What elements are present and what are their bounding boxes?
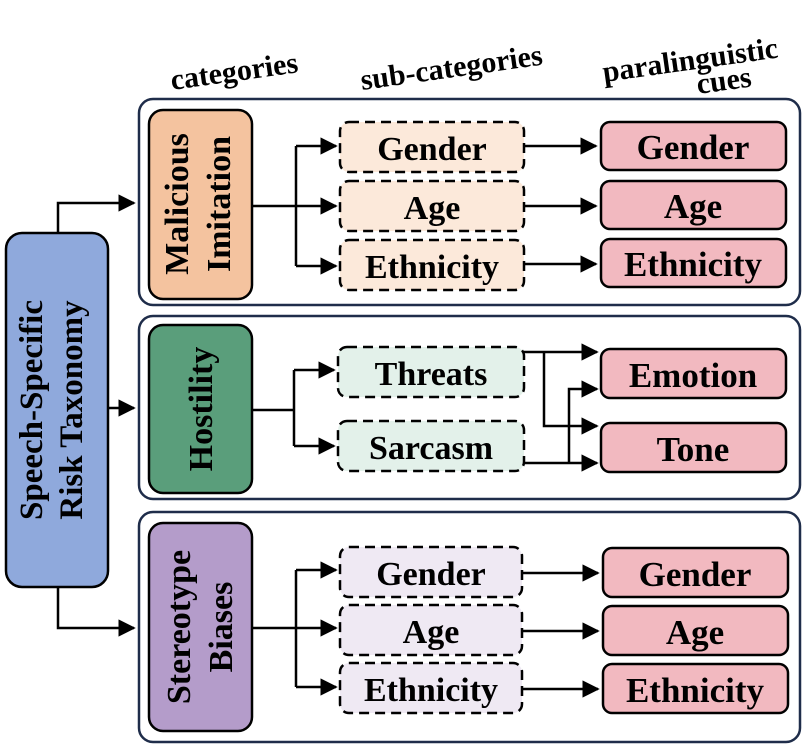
stereotype-sub-gender-box <box>338 545 524 599</box>
malicious-connectors <box>252 137 598 275</box>
malicious-cue-ethnicity-box <box>599 237 788 289</box>
header-categories: categories <box>168 46 300 97</box>
malicious-cue-ethnicity: Ethnicity <box>624 245 763 284</box>
stereotype-cues: Gender Age Ethnicity <box>601 546 790 715</box>
header-cues-line1: paralinguistic <box>600 32 780 89</box>
malicious-cue-gender-box <box>599 120 788 172</box>
category-stereotype-biases: Stereotype Biases <box>147 521 254 733</box>
malicious-sub-age: Age <box>404 190 461 227</box>
header-subcategories: sub-categories <box>358 39 544 97</box>
hostility-cues: Emotion Tone <box>599 347 788 474</box>
root-label-line1: Speech-Specific <box>14 300 50 520</box>
root-connectors <box>56 194 136 637</box>
stereotype-cue-ethnicity: Ethnicity <box>626 671 765 710</box>
malicious-sub-age-box <box>338 179 526 233</box>
root-node: Speech-Specific Risk Taxonomy <box>4 231 110 589</box>
category-malicious-line1: Malicious <box>159 133 196 275</box>
hostility-sub-threats: Threats <box>375 356 488 393</box>
root-label-line2: Risk Taxonomy <box>54 300 90 520</box>
header-cues-line2: cues <box>694 61 753 101</box>
hostility-cue-tone: Tone <box>657 430 730 469</box>
hostility-connectors <box>252 343 599 472</box>
hostility-subcategories: Threats Sarcasm <box>336 345 526 473</box>
stereotype-sub-age-box <box>338 603 524 657</box>
malicious-sub-gender-box <box>338 120 526 174</box>
malicious-cue-age: Age <box>664 187 722 226</box>
category-hostility: Hostility <box>147 323 254 495</box>
stereotype-sub-gender: Gender <box>376 556 486 593</box>
malicious-sub-ethnicity: Ethnicity <box>365 249 499 286</box>
stereotype-connectors <box>252 561 600 698</box>
malicious-cue-gender: Gender <box>637 128 750 167</box>
stereotype-subcategories: Gender Age Ethnicity <box>338 545 524 715</box>
category-malicious-imitation: Malicious Imitation <box>147 108 254 301</box>
stereotype-cue-ethnicity-box <box>601 662 790 715</box>
malicious-sub-gender: Gender <box>377 131 487 168</box>
malicious-cue-age-box <box>599 179 788 231</box>
hostility-sub-sarcasm: Sarcasm <box>369 430 493 467</box>
stereotype-cue-age-box <box>601 604 790 657</box>
category-hostility-line1: Hostility <box>183 347 220 472</box>
hostility-cue-emotion-box <box>599 347 788 400</box>
malicious-subcategories: Gender Age Ethnicity <box>338 120 526 292</box>
category-stereotype-line1: Stereotype <box>161 550 198 704</box>
hostility-sub-sarcasm-box <box>336 419 526 473</box>
stereotype-sub-ethnicity-box <box>338 661 524 715</box>
malicious-sub-ethnicity-box <box>338 238 526 292</box>
malicious-cues: Gender Age Ethnicity <box>599 120 788 289</box>
category-stereotype-line2: Biases <box>203 582 240 673</box>
stereotype-sub-age: Age <box>403 614 460 651</box>
stereotype-sub-ethnicity: Ethnicity <box>364 672 498 709</box>
hostility-sub-threats-box <box>336 345 526 399</box>
hostility-cue-tone-box <box>599 421 788 474</box>
stereotype-cue-gender-box <box>601 546 790 599</box>
stereotype-cue-gender: Gender <box>639 555 752 594</box>
stereotype-cue-age: Age <box>666 613 724 652</box>
category-malicious-line2: Imitation <box>201 136 238 272</box>
hostility-cue-emotion: Emotion <box>629 356 757 395</box>
